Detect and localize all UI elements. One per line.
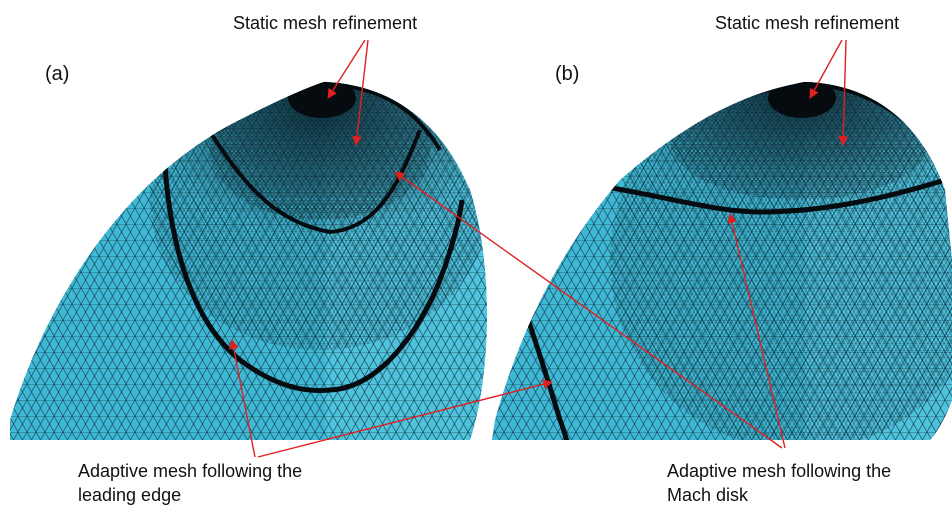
arrow-b-adaptive-2: [727, 213, 786, 449]
panel-b-lower-shock-band: [522, 309, 571, 440]
arrow-b-static-2: [838, 39, 849, 146]
panel-a-adaptive-label-line1: Adaptive mesh following the: [78, 461, 303, 481]
panel-b-static-refinement-label: Static mesh refinement: [715, 13, 900, 33]
arrow-a-adaptive-1: [228, 339, 256, 458]
panel-b-mach-disk-band: [611, 177, 946, 215]
panel-a-adaptive-label-line2: leading edge: [78, 485, 182, 505]
arrow-a-static-1: [327, 39, 366, 99]
panel-b-label: (b): [555, 63, 580, 85]
panel-a-label: (a): [45, 63, 70, 85]
arrow-a-static-2: [352, 39, 369, 146]
arrow-a-adaptive-2: [257, 379, 553, 458]
panel-a-leading-edge-band: [162, 164, 465, 394]
arrow-b-static-1: [809, 39, 843, 99]
panel-a-mesh: [10, 81, 487, 440]
panel-b-mesh: [492, 82, 952, 440]
panel-b-adaptive-label-line2: Mach disk: [667, 485, 749, 505]
panel-a-static-refinement-label: Static mesh refinement: [233, 13, 418, 33]
arrow-b-adaptive-1: [394, 171, 783, 449]
annotation-arrows: [228, 39, 849, 458]
panel-b-adaptive-label-line1: Adaptive mesh following the: [667, 461, 892, 481]
